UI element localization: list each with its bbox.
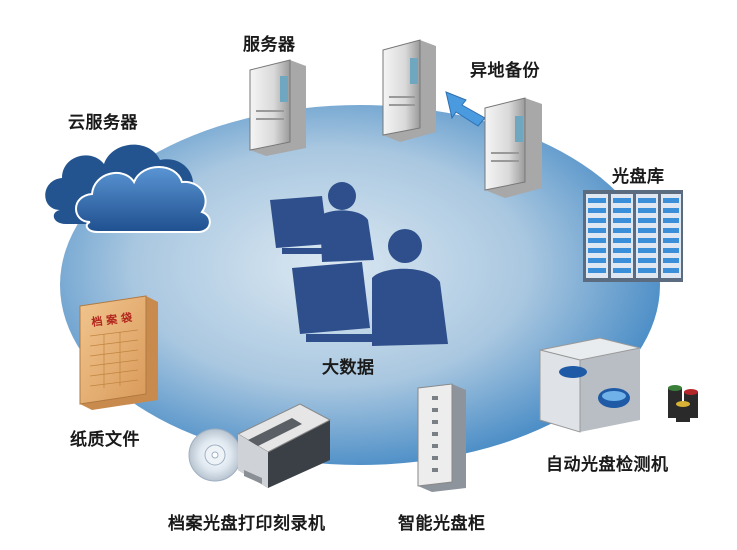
jukebox-label: 光盘库: [612, 167, 665, 187]
disc-printer-icon: [236, 403, 332, 488]
backup-label: 异地备份: [470, 61, 540, 81]
backup-server-icon: [382, 39, 436, 142]
disc-inspector-icon: [539, 337, 698, 433]
detector-label: 自动光盘检测机: [546, 455, 669, 475]
archive-envelope-icon: 档 案 袋: [79, 295, 158, 410]
cabinet-label: 智能光盘柜: [398, 514, 486, 534]
optical-disc-icon: [188, 428, 242, 482]
bigdata-label: 大数据: [322, 358, 375, 378]
envelope-label: 档 案 袋: [91, 310, 134, 329]
cloud-label: 云服务器: [68, 113, 138, 133]
transfer-arrow-icon: [445, 91, 486, 127]
paper-label: 纸质文件: [70, 430, 140, 450]
disc-cabinet-icon: [417, 383, 466, 492]
backup-server-icon: [484, 97, 542, 198]
cloud-icon: [45, 144, 211, 233]
server-tower-icon: [249, 59, 306, 156]
server-label: 服务器: [243, 35, 296, 55]
workstation-users-icon: [270, 182, 448, 346]
optical-library-rack-icon: [583, 190, 683, 282]
printer-label: 档案光盘打印刻录机: [168, 514, 326, 534]
